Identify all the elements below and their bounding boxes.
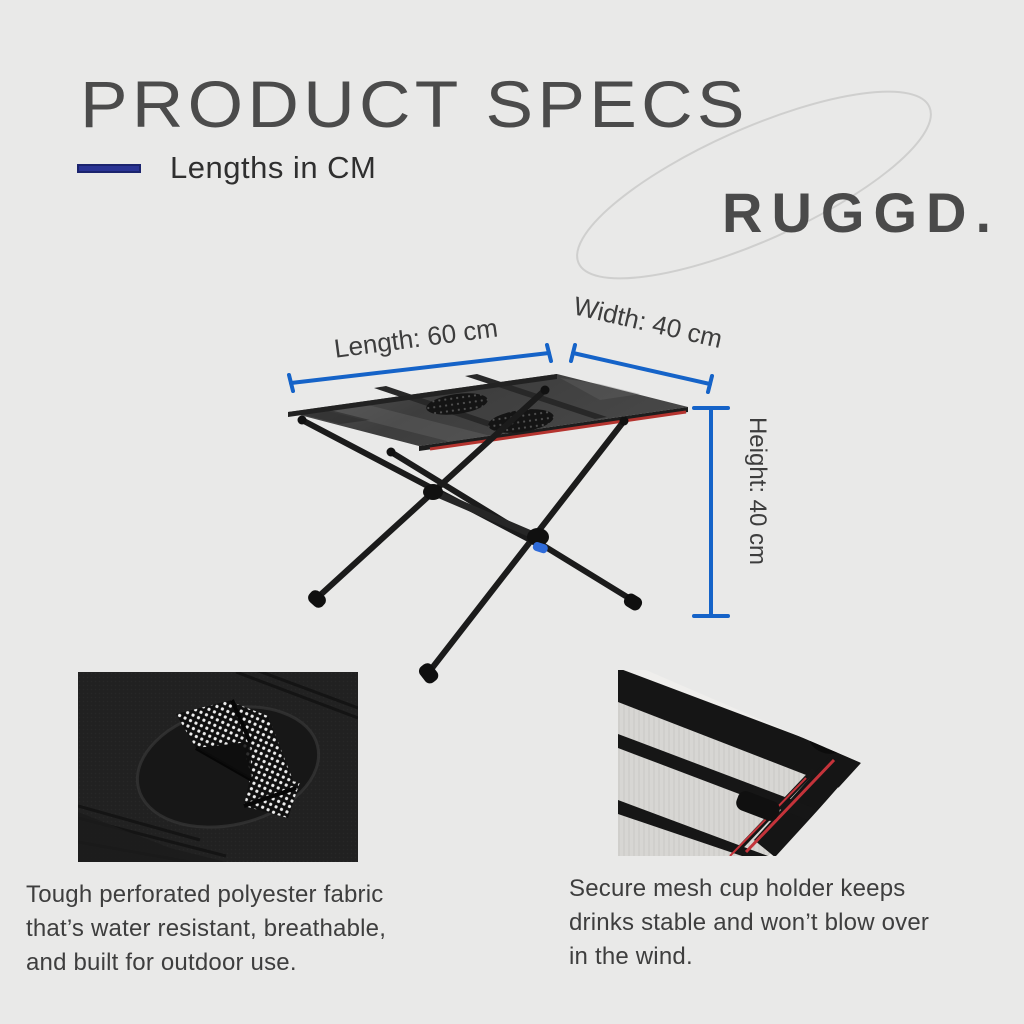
brand-logo: RUGGD. — [722, 181, 1000, 244]
table-photo — [288, 374, 688, 684]
dimension-line-width — [569, 343, 714, 394]
dimension-line-length — [287, 343, 553, 393]
blue-hub-accent — [532, 542, 548, 554]
length-label: Length: 60 cm — [332, 312, 499, 363]
units-subtitle: Lengths in CM — [170, 150, 377, 185]
fabric-detail-photo — [78, 672, 358, 862]
dimension-annotations — [287, 343, 730, 618]
dimension-line-height — [692, 406, 730, 618]
accent-dash — [77, 164, 141, 173]
fabric-caption: Tough perforated polyester fabric that’s… — [26, 881, 387, 976]
cup-holder-caption: Secure mesh cup holder keeps drinks stab… — [569, 875, 930, 970]
height-label: Height: 40 cm — [744, 417, 771, 565]
width-label: Width: 40 cm — [571, 291, 726, 354]
cup-holder-detail-photo — [618, 670, 861, 856]
